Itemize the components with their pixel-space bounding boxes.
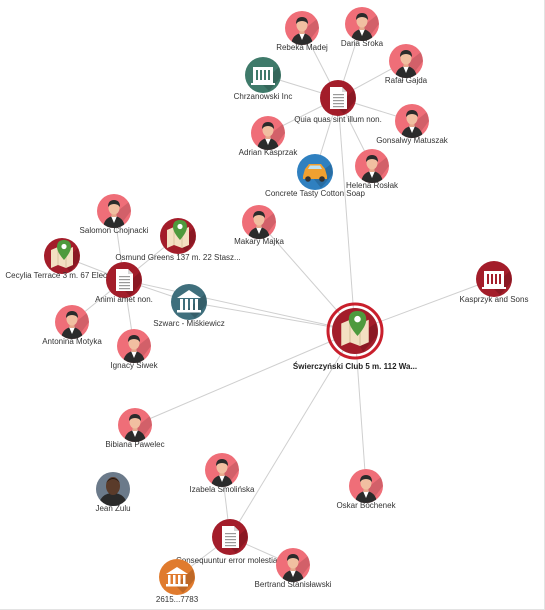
map-pin-icon [160,218,196,254]
graph-node-bank[interactable]: 2615...7783 [156,559,199,604]
person-icon [205,453,239,487]
organization-icon [245,57,281,93]
graph-node-bibiana[interactable]: Bibiana Pawelec [105,408,165,449]
graph-edge [229,330,356,538]
bank-icon [159,559,195,595]
graph-edge [123,279,356,332]
graph-node-salomon[interactable]: Salomon Chojnacki [80,194,149,235]
person-icon [276,548,310,582]
person-icon [242,205,276,239]
document-icon [106,262,142,298]
graph-edge [337,97,356,332]
node-label: 2615...7783 [156,595,199,604]
person-icon [395,104,429,138]
car-icon [297,154,333,190]
node-label: Animi amet non. [95,295,153,304]
institution-icon [171,284,207,320]
graph-edge [258,221,356,332]
graph-node-daria[interactable]: Daria Sroka [341,7,384,48]
node-label: Kasprzyk and Sons [460,295,529,304]
node-label: Jean Zulu [95,504,130,513]
node-label: Salomon Chojnacki [80,226,149,235]
graph-node-osmund[interactable]: Osmund Greens 137 m. 22 Stasz... [115,218,241,262]
node-label: Adrian Kasprzak [239,148,299,157]
node-label: Oskar Bochenek [336,501,396,510]
person-icon [55,305,89,339]
person-icon [349,469,383,503]
graph-node-consequuntur[interactable]: Consequuntur error molestiae. [176,519,284,565]
person-icon [118,408,152,442]
person-icon [389,44,423,78]
graph-node-quia[interactable]: Quia quas sint illum non. [294,80,382,124]
node-label: Concrete Tasty Cotton Soap [265,189,365,198]
person-icon [285,11,319,45]
person-icon [345,7,379,41]
node-label: Rebeka Madej [276,43,328,52]
node-label: Szwarc - Miśkiewicz [153,319,225,328]
node-label: Makary Majka [234,237,284,246]
graph-edge [134,330,356,426]
graph-node-rafal[interactable]: Rafał Gajda [385,44,428,85]
graph-edge [354,278,495,332]
person-icon [117,329,151,363]
node-label: Antonina Motyka [42,337,102,346]
node-label: Consequuntur error molestiae. [176,556,284,565]
node-label: Cecylia Terrace 3 m. 67 Eleon... [5,271,118,280]
graph-node-izabela[interactable]: Izabela Smolińska [190,453,255,494]
node-label: Helena Rosłak [346,181,399,190]
graph-node-concrete[interactable]: Concrete Tasty Cotton Soap [265,154,366,198]
graph-node-chrzan[interactable]: Chrzanowski Inc [234,57,293,101]
graph-node-makary[interactable]: Makary Majka [234,205,284,246]
node-label: Bertrand Stanisławski [255,580,332,589]
person-icon [355,149,389,183]
graph-node-helena[interactable]: Helena Rosłak [346,149,399,190]
graph-edge [354,330,367,487]
person-icon [251,116,285,150]
organization-icon [476,261,512,297]
person-icon [97,194,131,228]
graph-node-kasprzyk[interactable]: Kasprzyk and Sons [460,261,529,304]
graph-node-animi[interactable]: Animi amet non. [95,262,153,304]
graph-node-bertrand[interactable]: Bertrand Stanisławski [255,548,332,589]
graph-node-swierczynski[interactable]: Świerczyński Club 5 m. 112 Wa... [293,302,417,371]
graph-node-rebeka[interactable]: Rebeka Madej [276,11,328,52]
document-icon [320,80,356,116]
graph-node-gonsalwy[interactable]: Gonsalwy Matuszak [376,104,449,145]
graph-node-jean[interactable]: Jean Zulu [95,472,131,513]
node-label: Izabela Smolińska [190,485,255,494]
graph-node-szwarc[interactable]: Szwarc - Miśkiewicz [153,284,225,328]
node-label: Bibiana Pawelec [105,440,164,449]
node-label: Rafał Gajda [385,76,428,85]
document-icon [212,519,248,555]
node-label: Daria Sroka [341,39,384,48]
graph-node-adrian[interactable]: Adrian Kasprzak [239,116,299,157]
photo-avatar-icon [96,472,130,506]
node-label: Świerczyński Club 5 m. 112 Wa... [293,362,417,371]
node-label: Chrzanowski Inc [234,92,293,101]
graph-node-oskar[interactable]: Oskar Bochenek [336,469,397,510]
graph-node-cecylia[interactable]: Cecylia Terrace 3 m. 67 Eleon... [5,238,119,280]
node-label: Quia quas sint illum non. [294,115,382,124]
node-label: Ignacy Siwek [110,361,158,370]
node-label: Gonsalwy Matuszak [376,136,449,145]
map-pin-icon [44,238,80,274]
map-pin-icon [326,302,384,360]
graph-node-antonina[interactable]: Antonina Motyka [42,305,102,346]
graph-node-ignacy[interactable]: Ignacy Siwek [110,329,159,370]
node-label: Osmund Greens 137 m. 22 Stasz... [115,253,240,262]
